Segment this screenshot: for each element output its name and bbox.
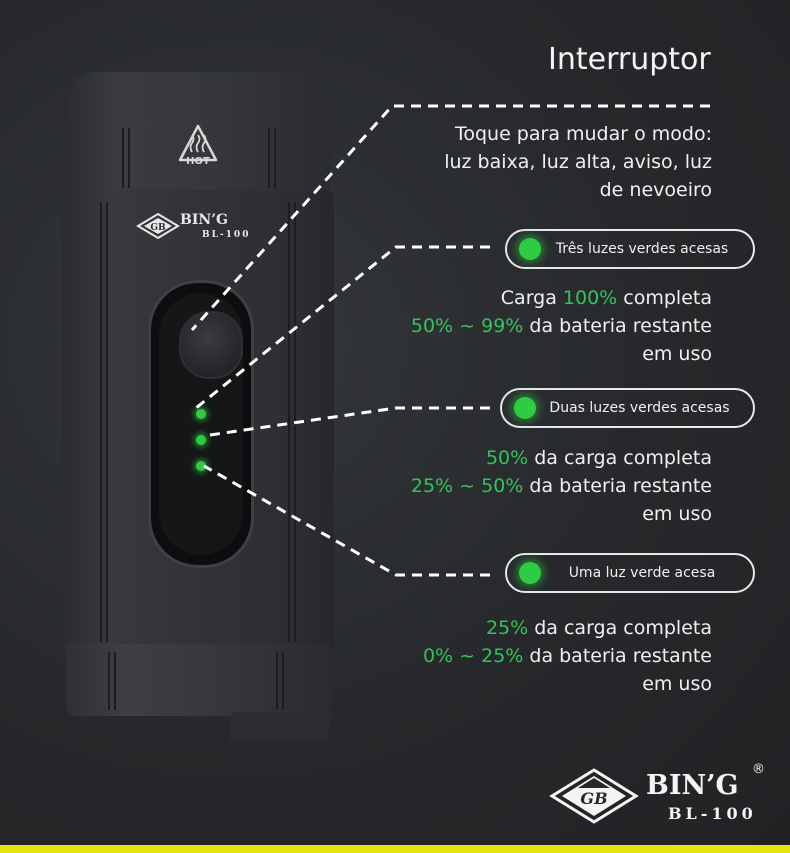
bike-light-device: HOT GB BIN’G BL-100 [62,72,334,742]
brand-logo-icon: GB [549,768,639,824]
svg-text:GB: GB [580,789,607,808]
indicator-desc-two: 50% da carga completa 25% ~ 50% da bater… [410,447,712,525]
battery-led-1 [196,461,206,471]
green-led-icon [519,562,541,584]
indicator-pill-two: Duas luzes verdes acesas [500,388,755,428]
svg-text:GB: GB [150,223,166,233]
hot-warning-icon [178,124,218,162]
one-led-callout-line [203,464,490,577]
switch-callout-line [190,104,710,331]
indicator-pill-three: Três luzes verdes acesas [505,229,755,269]
two-leds-callout-line [209,406,490,437]
device-model: BL-100 [202,230,251,240]
device-brand-name: BIN’G [180,212,229,228]
battery-led-3 [196,409,206,419]
indicator-desc-one: 25% da carga completa 0% ~ 25% da bateri… [422,617,712,695]
green-led-icon [519,238,541,260]
brand-model: BL-100 [668,804,757,823]
indicator-desc-three: Carga 100% completa 50% ~ 99% da bateria… [410,287,712,365]
switch-description: Toque para mudar o modo: luz baixa, luz … [444,123,712,201]
green-led-icon [514,397,536,419]
device-bottom-cap [66,644,330,716]
three-leds-callout-line [195,245,490,410]
power-button[interactable] [179,311,243,379]
brand-name: BIN’G [646,770,739,801]
hot-label: HOT [186,156,210,167]
switch-title: Interruptor [548,42,711,77]
device-brand-logo-icon: GB [136,212,180,240]
control-panel [148,280,254,568]
device-top-cap [68,72,330,192]
bottom-stripe [0,845,790,853]
battery-led-2 [196,435,206,445]
indicator-pill-one: Uma luz verde acesa [505,553,755,593]
registered-mark: ® [752,762,765,777]
